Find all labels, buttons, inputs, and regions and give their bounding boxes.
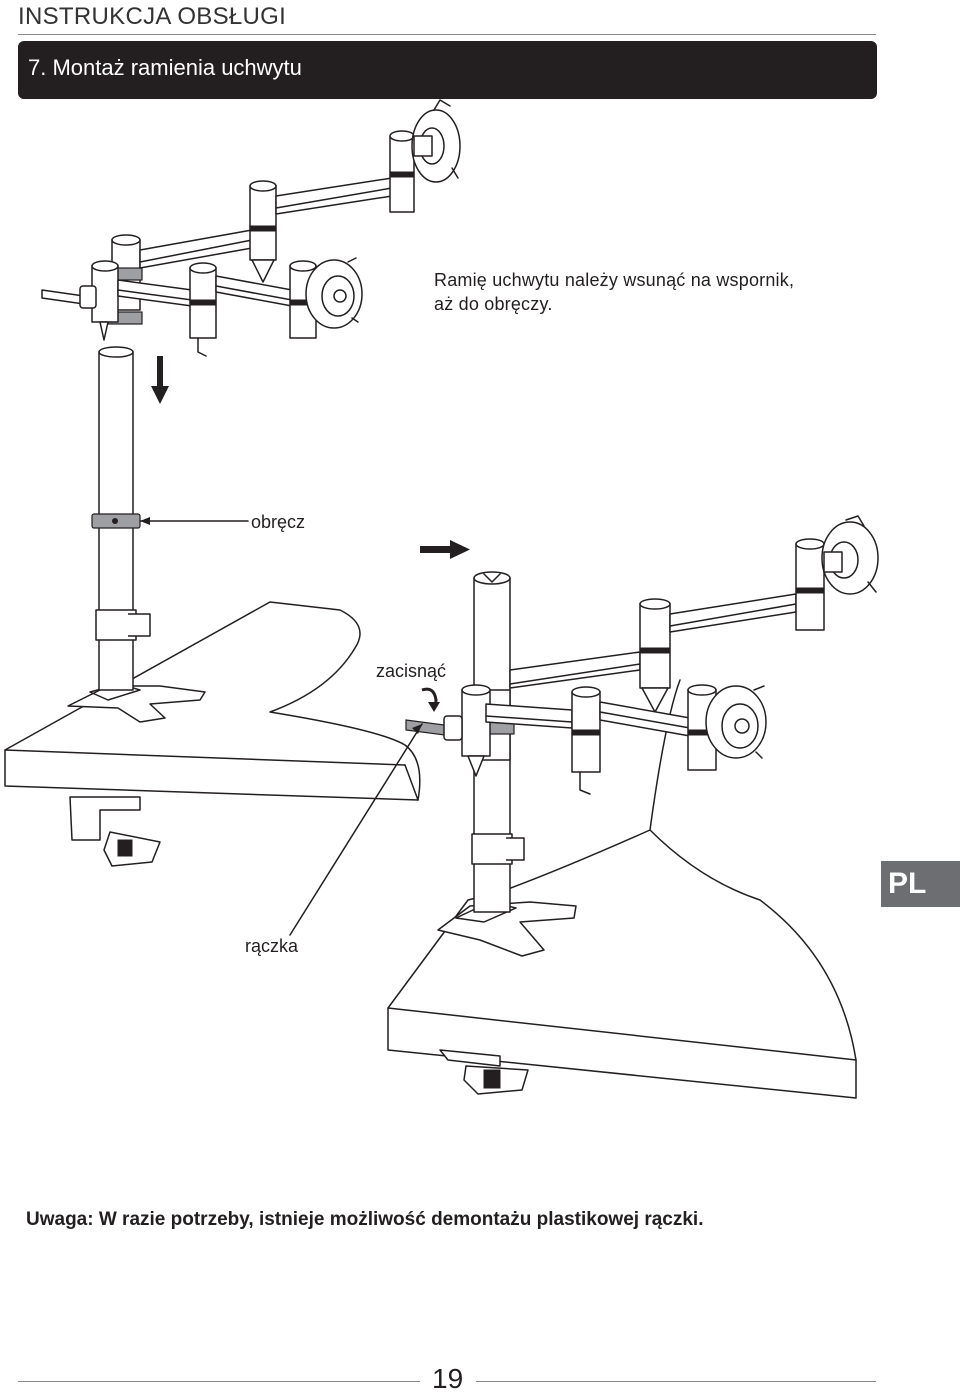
collar-label: obręcz: [251, 512, 306, 532]
footer-rule-right: [476, 1381, 876, 1382]
handle-label: rączka: [245, 936, 299, 956]
left-desk: [4, 601, 421, 867]
right-desk: [387, 679, 857, 1099]
top-arm-assembly: [41, 99, 461, 357]
footer-rule-left: [18, 1381, 420, 1382]
section-title: 7. Montaż ramienia uchwytu: [28, 55, 302, 80]
tighten-label: zacisnąć: [376, 661, 447, 681]
rotate-arrow-icon: [421, 687, 440, 712]
section-title-bar: 7. Montaż ramienia uchwytu: [18, 41, 877, 99]
page-header-title: INSTRUKCJA OBSŁUGI: [18, 3, 287, 30]
right-arrow-icon: [420, 540, 470, 559]
left-pole: [91, 346, 151, 691]
page-header: INSTRUKCJA OBSŁUGI: [18, 0, 876, 35]
handle-callout-line: [289, 723, 423, 936]
language-tab-label: PL: [888, 867, 927, 900]
right-arm-assembly: [405, 515, 879, 795]
instruction-line-2: aż do obręczy.: [434, 294, 553, 314]
page-number: 19: [432, 1363, 464, 1394]
note-text: Uwaga: W razie potrzeby, istnieje możliw…: [26, 1209, 704, 1230]
language-tab: PL: [881, 861, 960, 907]
instruction-text: Ramię uchwytu należy wsunąć na wspornik,…: [434, 268, 794, 316]
down-arrow-icon: [151, 356, 169, 404]
instruction-line-1: Ramię uchwytu należy wsunąć na wspornik,: [434, 270, 795, 290]
